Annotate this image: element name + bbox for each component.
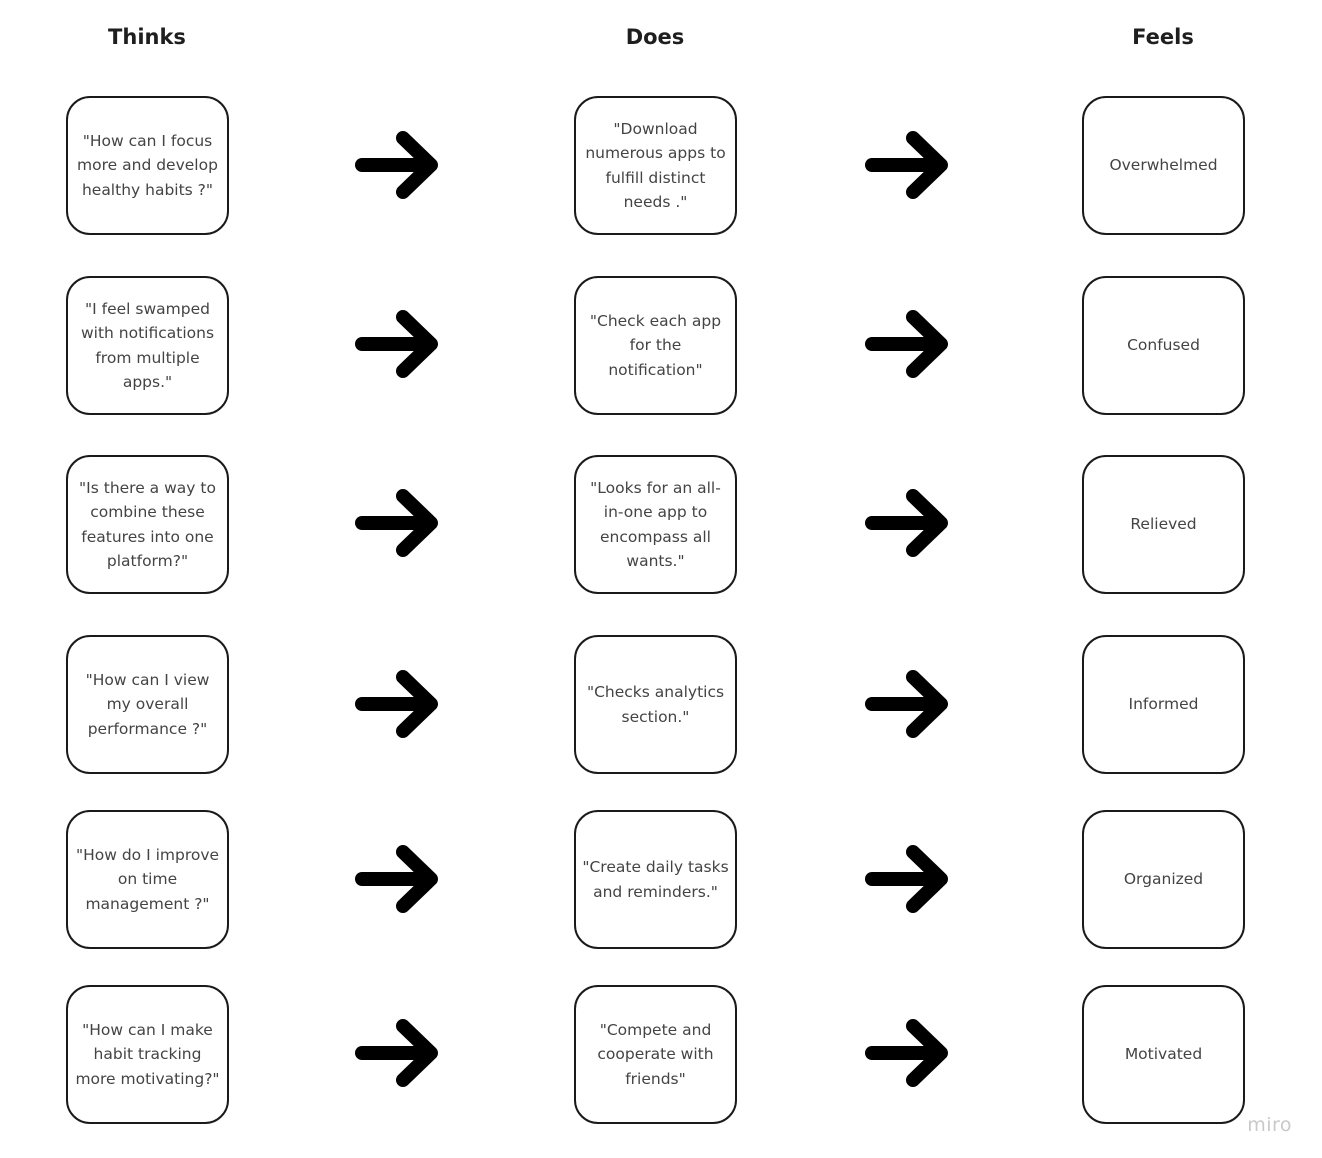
does-text-1: "Download numerous apps to fulfill disti… [585, 119, 726, 212]
right-arrow-icon [865, 670, 948, 738]
feels-card-5[interactable]: Organized [1082, 810, 1245, 949]
right-arrow-icon [865, 1019, 948, 1087]
right-arrow-icon [865, 489, 948, 557]
thinks-card-6[interactable]: "How can I make habit tracking more moti… [66, 985, 229, 1124]
feels-text-6: Motivated [1124, 1045, 1203, 1064]
thinks-card-5[interactable]: "How do I improve on time management ?" [66, 810, 229, 949]
does-text-5: "Create daily tasks and reminders." [582, 858, 729, 901]
does-text-3: "Looks for an all-in-one app to encompas… [590, 478, 721, 571]
thinks-text-5: "How do I improve on time management ?" [75, 845, 220, 913]
feels-card-6[interactable]: Motivated [1082, 985, 1245, 1124]
miro-watermark: miro [1247, 1114, 1292, 1136]
thinks-card-4[interactable]: "How can I view my overall performance ?… [66, 635, 229, 774]
thinks-text-1: "How can I focus more and develop health… [77, 131, 218, 199]
does-card-1[interactable]: "Download numerous apps to fulfill disti… [574, 96, 737, 235]
thinks-card-3[interactable]: "Is there a way to combine these feature… [66, 455, 229, 594]
does-text-4: "Checks analytics section." [586, 683, 725, 726]
right-arrow-icon [865, 845, 948, 913]
thinks-text-4: "How can I view my overall performance ?… [85, 670, 210, 738]
thinks-text-3: "Is there a way to combine these feature… [79, 478, 216, 571]
feels-text-2: Confused [1127, 336, 1200, 355]
header-feels: Feels [1132, 25, 1194, 49]
feels-text-4: Informed [1128, 695, 1199, 714]
does-card-2[interactable]: "Check each app for the notification" [574, 276, 737, 415]
feels-card-3[interactable]: Relieved [1082, 455, 1245, 594]
does-text-2: "Check each app for the notification" [589, 311, 722, 379]
header-does: Does [625, 25, 685, 49]
header-thinks: Thinks [108, 25, 186, 49]
feels-card-4[interactable]: Informed [1082, 635, 1245, 774]
feels-text-5: Organized [1123, 870, 1204, 889]
right-arrow-icon [355, 489, 438, 557]
right-arrow-icon [355, 310, 438, 378]
feels-card-1[interactable]: Overwhelmed [1082, 96, 1245, 235]
does-card-5[interactable]: "Create daily tasks and reminders." [574, 810, 737, 949]
thinks-text-2: "I feel swamped with notifications from … [80, 299, 215, 392]
feels-card-2[interactable]: Confused [1082, 276, 1245, 415]
does-text-6: "Compete and cooperate with friends" [597, 1020, 714, 1088]
feels-text-1: Overwhelmed [1109, 156, 1218, 175]
does-card-3[interactable]: "Looks for an all-in-one app to encompas… [574, 455, 737, 594]
right-arrow-icon [865, 131, 948, 199]
thinks-text-6: "How can I make habit tracking more moti… [75, 1020, 220, 1088]
right-arrow-icon [355, 845, 438, 913]
thinks-card-2[interactable]: "I feel swamped with notifications from … [66, 276, 229, 415]
feels-text-3: Relieved [1130, 515, 1197, 534]
right-arrow-icon [355, 131, 438, 199]
does-card-4[interactable]: "Checks analytics section." [574, 635, 737, 774]
thinks-card-1[interactable]: "How can I focus more and develop health… [66, 96, 229, 235]
right-arrow-icon [355, 670, 438, 738]
does-card-6[interactable]: "Compete and cooperate with friends" [574, 985, 737, 1124]
right-arrow-icon [355, 1019, 438, 1087]
right-arrow-icon [865, 310, 948, 378]
